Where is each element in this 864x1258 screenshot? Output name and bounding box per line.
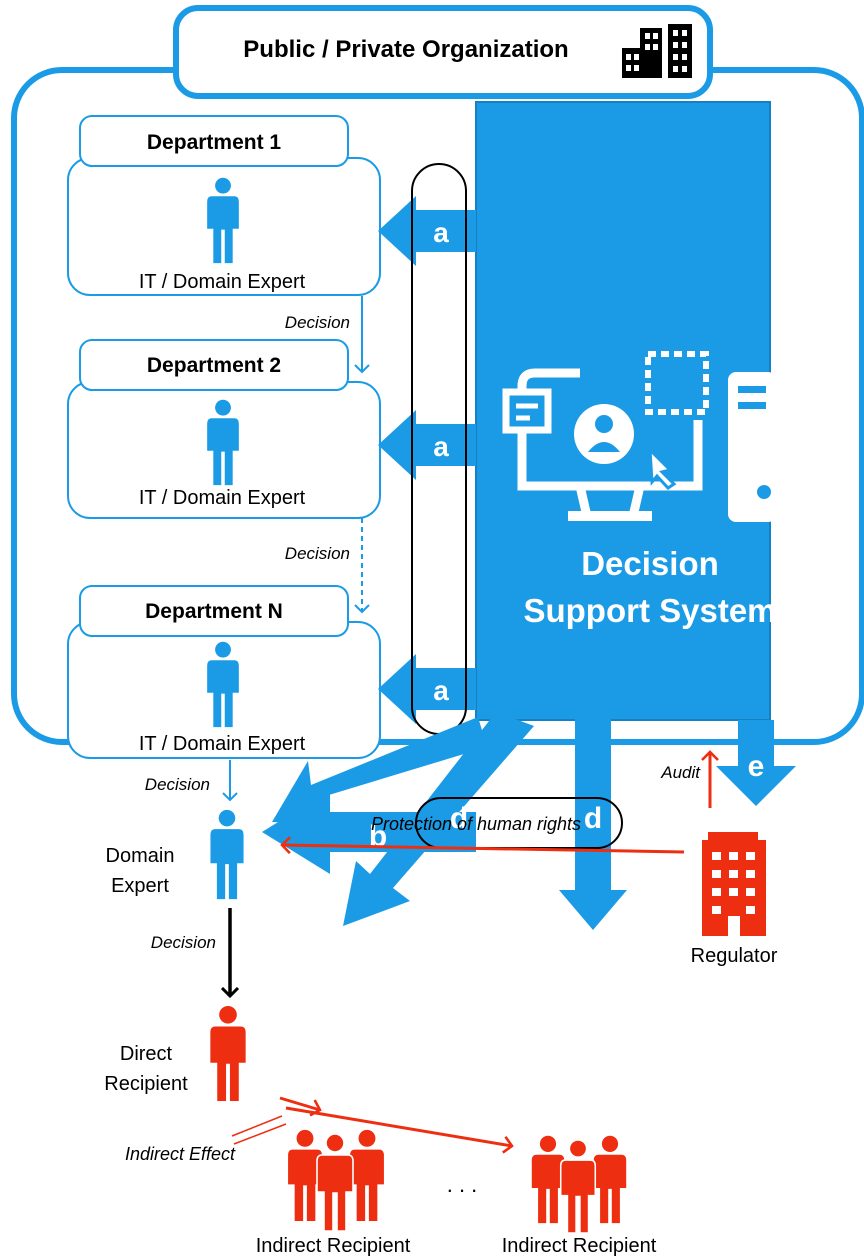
arrow-e: e	[716, 720, 796, 806]
domain-expert-line2: Expert	[111, 875, 169, 897]
arrow-e-label: e	[748, 750, 765, 783]
protection-label: Protection of human rights	[371, 814, 581, 834]
audit-label: Audit	[660, 763, 701, 782]
arrow-d-1: d	[343, 712, 534, 926]
department-n-box: Department N IT / Domain Expert	[67, 585, 381, 759]
indirect-effect-arrow-1	[279, 1096, 322, 1117]
server-tower-icon	[728, 372, 776, 522]
direct-recipient-line1: Direct	[120, 1043, 173, 1065]
indirect-recipient-group-2: Indirect Recipient	[502, 1135, 657, 1257]
decision-label-3: Decision	[145, 775, 210, 794]
department-2-box: Department 2 IT / Domain Expert	[67, 339, 381, 519]
indirect-recipient-label-2: Indirect Recipient	[502, 1235, 657, 1257]
arrow-a-2: a	[378, 410, 476, 480]
indirect-effect-arrow-2	[285, 1106, 514, 1154]
indirect-effect-pointer	[233, 1123, 287, 1145]
user-avatar-icon	[574, 404, 677, 490]
dss-title-line2: Support System	[523, 592, 776, 629]
indirect-effect-label: Indirect Effect	[125, 1144, 236, 1164]
person-icon	[531, 1135, 565, 1224]
decision-label-4: Decision	[151, 933, 216, 952]
regulator-label: Regulator	[691, 945, 778, 967]
organization-title-box: Public / Private Organization	[173, 5, 713, 99]
department-1-role: IT / Domain Expert	[139, 271, 306, 293]
department-2-role: IT / Domain Expert	[139, 487, 306, 509]
indirect-effect-pointer	[231, 1115, 283, 1137]
arrow-a-label: a	[433, 217, 449, 248]
arrow-c-label: c	[378, 771, 395, 804]
department-1-title: Department 1	[147, 131, 282, 154]
regulator-building-icon	[702, 832, 766, 936]
ellipsis: . . .	[447, 1172, 478, 1197]
regulator: Regulator	[691, 832, 778, 967]
person-icon	[350, 1129, 384, 1222]
department-n-title: Department N	[145, 600, 283, 623]
person-icon	[559, 1139, 597, 1234]
arrow-d-2: d	[559, 712, 627, 930]
office-building-icon	[622, 24, 692, 78]
person-icon	[210, 1005, 246, 1102]
decision-label-2: Decision	[285, 544, 350, 563]
arrow-a-3: a	[378, 654, 476, 724]
dss-title-line1: Decision	[581, 545, 719, 582]
arrow-a-label: a	[433, 675, 449, 706]
indirect-recipient-group-1: Indirect Recipient	[256, 1129, 411, 1257]
decision-label-1: Decision	[285, 313, 350, 332]
department-2-title: Department 2	[147, 354, 281, 377]
domain-expert: Domain Expert	[106, 809, 244, 900]
arrow-d-label: d	[450, 802, 468, 835]
direct-recipient: Direct Recipient	[104, 1005, 246, 1102]
arrow-b-label: b	[369, 820, 387, 853]
protection-arrow	[280, 836, 685, 855]
direct-recipient-line2: Recipient	[104, 1073, 188, 1095]
decision-support-system: Decision Support System	[475, 101, 777, 721]
arrow-c: c	[272, 717, 487, 824]
arrow-a-1: a	[378, 196, 476, 266]
arrow-d-label: d	[584, 802, 602, 835]
arrow-a-label: a	[433, 431, 449, 462]
department-1-box: Department 1 IT / Domain Expert	[67, 115, 381, 296]
domain-expert-line1: Domain	[106, 845, 175, 867]
organization-title: Public / Private Organization	[243, 36, 568, 63]
person-icon	[210, 809, 244, 900]
person-icon	[316, 1133, 354, 1232]
indirect-recipient-label-1: Indirect Recipient	[256, 1235, 411, 1257]
computer-monitor-icon	[502, 351, 709, 521]
department-n-role: IT / Domain Expert	[139, 733, 306, 755]
person-icon	[593, 1135, 627, 1224]
